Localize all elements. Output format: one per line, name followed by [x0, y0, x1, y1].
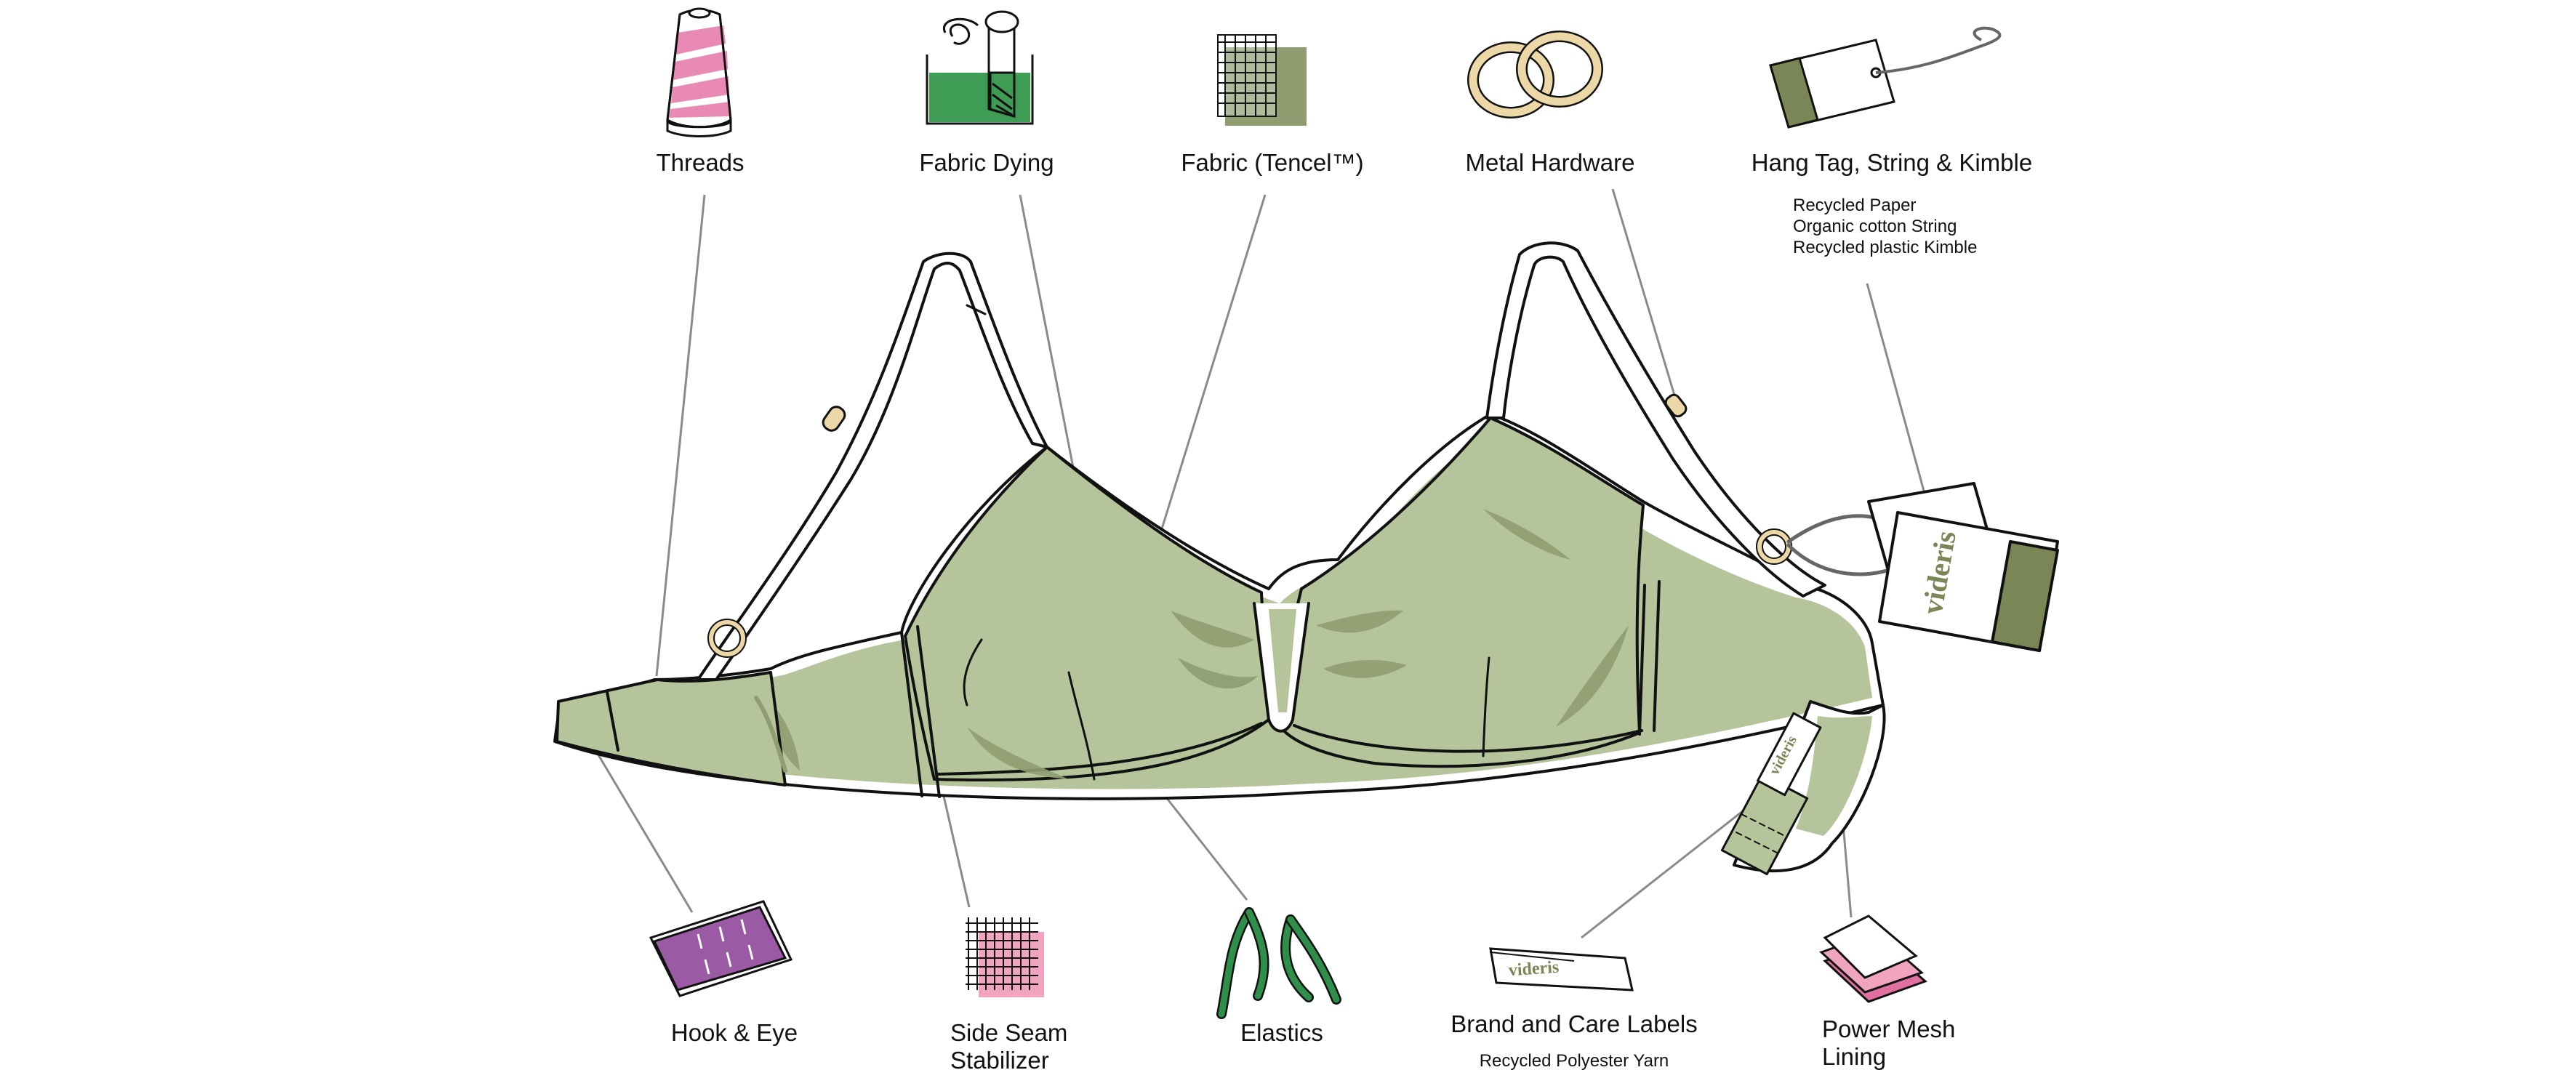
left-strap — [697, 252, 1048, 681]
svg-text:videris: videris — [1508, 958, 1560, 981]
thread-spool-icon — [666, 7, 732, 137]
metal-rings-icon — [1467, 31, 1603, 118]
leader-elastics — [1162, 793, 1248, 901]
label-elastics: Elastics — [1240, 1019, 1323, 1046]
label-brand-care-detail: Recycled Polyester Yarn — [1479, 1051, 1669, 1071]
hang-tag-on-bra: videris — [1867, 482, 2059, 652]
hang-tag-detail-kimble: Recycled plastic Kimble — [1793, 238, 1978, 257]
label-side-seam-line1: Side Seam — [950, 1019, 1068, 1046]
hang-tag-detail-paper: Recycled Paper — [1793, 196, 1917, 215]
underwire-left — [936, 722, 1263, 776]
label-fabric-tencel: Fabric (Tencel™) — [1181, 149, 1364, 176]
mesh-grid-icon — [966, 917, 1044, 997]
fabric-swatch-icon — [1217, 34, 1307, 126]
label-brand-care: Brand and Care Labels — [1450, 1010, 1698, 1037]
side-seam-right — [1638, 580, 1661, 736]
label-metal-hardware: Metal Hardware — [1465, 149, 1635, 176]
left-back-band — [555, 671, 787, 787]
dye-vat-icon — [926, 10, 1034, 125]
label-hang-tag: Hang Tag, String & Kimble — [1751, 149, 2033, 176]
side-seam-left — [900, 625, 941, 798]
fabric-seam-lines — [963, 638, 1490, 781]
leader-hang-tag — [1866, 283, 1936, 531]
leader-threads — [655, 194, 706, 677]
leader-metal-hardware — [1611, 188, 1681, 413]
strap-slider-right — [1664, 393, 1688, 418]
label-power-mesh-line1: Power Mesh — [1822, 1015, 1956, 1042]
elastic-ribbon-icon — [1216, 907, 1341, 1019]
brand-label-on-bra — [1757, 712, 1822, 797]
hang-tag-detail-string: Organic cotton String — [1793, 217, 1957, 236]
left-cup — [904, 446, 1270, 782]
bra-illustration: videris videris — [553, 241, 2059, 876]
right-cup — [1275, 417, 1645, 768]
label-power-mesh-line2: Lining — [1822, 1043, 1887, 1070]
label-threads: Threads — [656, 149, 745, 176]
label-fabric-dying: Fabric Dying — [919, 149, 1054, 176]
mesh-layers-icon — [1819, 914, 1927, 1003]
label-side-seam-line2: Stabilizer — [950, 1047, 1049, 1074]
label-hook-eye: Hook & Eye — [670, 1019, 798, 1046]
strap-slider-left — [822, 406, 846, 432]
leader-fabric — [1146, 194, 1267, 576]
leader-lines — [580, 188, 1936, 939]
leader-hook-eye — [580, 726, 694, 913]
underwire-right — [1293, 724, 1643, 753]
brand-label-icon: videris — [1489, 947, 1634, 992]
right-band-fabric — [1796, 716, 1872, 836]
right-strap — [1485, 241, 1826, 598]
hook-eye-tape-icon — [649, 900, 793, 997]
hang-tag-icon — [1769, 26, 2002, 129]
